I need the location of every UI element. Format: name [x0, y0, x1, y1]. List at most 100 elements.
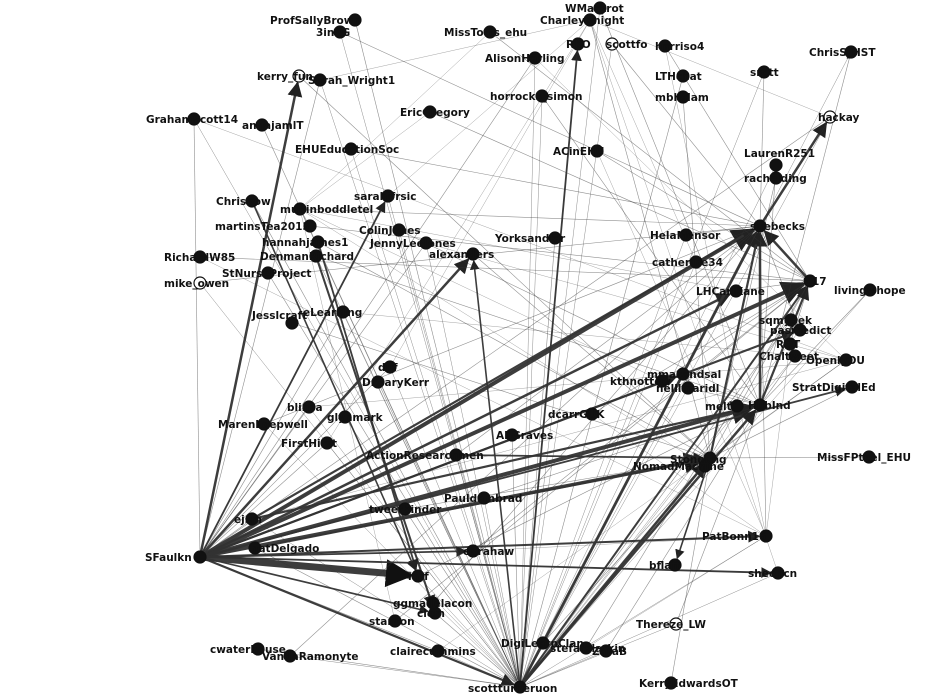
edge-mrf-to-scottturneruon [417, 575, 516, 683]
node-label-EHUEducationSoc: EHUEducationSoc [295, 144, 399, 156]
edge-hannahjames1-to-mrf [317, 241, 419, 571]
edge-natDelgado-to-StoneEng [254, 455, 705, 549]
edge-MarenLoepwell-to-scottturneruon [263, 423, 516, 683]
node-ROT [783, 337, 797, 351]
edge-ActionResearchmen-to-scottturneruon [455, 454, 519, 681]
node-label-mmasandsal: mmasandsal [647, 369, 721, 381]
edge-eLearning-to-OpenlyOU [342, 311, 840, 360]
node-label-bflaff: bflaff [649, 560, 680, 572]
node-label-kthnottow: kthnottow [610, 376, 671, 388]
edge-scottfocus-to-suebecks [611, 43, 756, 221]
node-label-Sarah_Wright1: Sarah_Wright1 [308, 75, 395, 87]
node-label-ggmadelacon: ggmadelacon [393, 598, 472, 610]
edge-RichardW85-to-b17 [199, 256, 804, 282]
edge-EricGregory-to-mubinboddletel [305, 111, 431, 205]
node-natDelgado [248, 541, 262, 555]
edge-GrahamScott14-to-OpenlyOU [193, 118, 840, 358]
node-label-DrGaryKerr: DrGaryKerr [362, 377, 430, 389]
edge-clairecummins-to-scottturneruon [437, 650, 514, 685]
node-label-PatBonn16: PatBonn16 [702, 531, 766, 543]
edge-EHUEducationSoc-to-suebecks [350, 148, 754, 225]
edge-natDelgado-to-scottturneruon [254, 547, 514, 685]
edge-StratDigitalEd-to-StoneEng [716, 386, 853, 456]
edge-KerryEdwardsOT-to-StoneEng [670, 464, 710, 684]
node-label-FirstHirst: FirstHirst [281, 438, 337, 450]
node-ABGraves [505, 428, 519, 442]
edge-scottturneruon-to-b17 [519, 285, 807, 688]
edge-MissFPteel_EHU-to-StoneEng [716, 456, 870, 459]
node-hackay [823, 110, 837, 124]
node-pasinedict [793, 323, 807, 337]
node-label-stefarslarkin: stefarslarkin [550, 643, 625, 655]
edge-DigiLearner-to-StoneEng [542, 462, 706, 644]
node-MissFPteel_EHU [862, 450, 876, 464]
node-harriso4 [658, 39, 672, 53]
edge-duf-to-SFaulkner [204, 366, 391, 553]
edge-kerry_fenn-to-StoneEng [298, 75, 706, 454]
node-label-ACinEHU: ACinEHU [553, 146, 604, 158]
node-label-ROT: ROT [776, 339, 801, 351]
edge-hackay-to-scottturneruon [523, 116, 831, 681]
edge-hackay-to-CharleyKnight [596, 22, 831, 118]
node-Jessica_lcraft [285, 316, 299, 330]
edge-JennyLeeJones-to-OpenlyOU [425, 242, 840, 359]
edge-catherine34-to-SFaulkner [205, 261, 697, 554]
node-catherine34 [689, 255, 703, 269]
node-label-LTHchat: LTHchat [655, 71, 702, 83]
node-HelaMensor [679, 228, 693, 242]
node-GrahamScott14 [187, 112, 201, 126]
edge-ROT-to-PatBonn16 [766, 343, 791, 530]
edge-hackay-to-SFaulkner [205, 116, 831, 554]
node-StratDigitalEd [845, 380, 859, 394]
node-label-natDelgado: natDelgado [251, 543, 319, 555]
edge-HubInd-to-b17 [758, 286, 810, 406]
edge-eLearning-to-scottturneruon [342, 311, 518, 681]
edge-kthnottow-to-mubinboddletel [306, 211, 663, 382]
node-label-clem: clem [417, 608, 445, 620]
edges-layer [193, 7, 871, 688]
edge-dcarrGUK-to-b17 [591, 284, 805, 415]
node-mubinboddletel [293, 202, 307, 216]
node-FirstHirst [320, 436, 334, 450]
node-label-SFaulkner: SFaulkn [145, 552, 192, 564]
node-glynmark [338, 410, 352, 424]
node-EricGregory [423, 105, 437, 119]
edge-Pauldambrad-to-scottturneruon [483, 497, 519, 681]
node-srott [757, 65, 771, 79]
node-ebrahaw [466, 544, 480, 558]
edge-ActionResearchmen-to-StoneEng [455, 452, 705, 464]
edge-dcarrGUK-to-PatBonn16 [591, 413, 761, 533]
node-bflaff [668, 558, 682, 572]
node-label-MarenLoepwell: MarenLoepwell [218, 419, 308, 431]
edge-JennyLeeJones-to-SFaulkner [203, 242, 427, 552]
node-label-mrf: mrf [408, 571, 429, 583]
node-label-blinsa: blinsa [287, 402, 323, 414]
edge-LaurenR251-to-HubInd [760, 164, 777, 399]
node-label-duf: duf [378, 362, 398, 374]
node-ChrisS_HST [844, 45, 858, 59]
edge-sarahjfrsic-to-SFaulkner [202, 195, 389, 551]
node-HubInd [753, 398, 767, 412]
edge-Pauldambrad-to-HubInd [483, 406, 754, 499]
edge-livingwhope-to-scottturneruon [524, 289, 871, 682]
edge-cwaterhouse-to-scottturneruon [257, 648, 514, 687]
node-label-sarahjfrsic: sarahjfrsic [354, 191, 417, 203]
edge-AlisonHarling-to-scottturneruon [519, 57, 536, 681]
edge-SFaulkner-to-kerry_fenn [198, 81, 303, 558]
node-Chaltweet [788, 349, 802, 363]
node-label-GrahamScott14: GrahamScott14 [146, 114, 238, 126]
node-hannahjames1 [311, 235, 325, 249]
node-label-horrocks_simon: horrocks_simon [490, 91, 582, 103]
node-label-melt: melt [705, 401, 732, 413]
edge-ggmadelacon-to-scottturneruon [432, 602, 516, 683]
node-label-Yorksandlar: Yorksandlar [494, 233, 566, 245]
edge-duf-to-scottturneruon [389, 366, 518, 681]
edge-ZaraB-to-HubInd [605, 410, 757, 652]
node-label-mubinboddletel: mubinboddletel [280, 204, 373, 216]
node-ProfSallyBrown [348, 13, 362, 27]
edge-VandaRamonyte-to-scottturneruon [289, 655, 514, 687]
edge-ABGraves-to-scottturneruon [511, 434, 521, 681]
edge-EricGregory-to-b17 [429, 111, 804, 279]
node-label-DenmanRichard: DenmanRichard [260, 251, 354, 263]
node-sheencn [771, 566, 785, 580]
